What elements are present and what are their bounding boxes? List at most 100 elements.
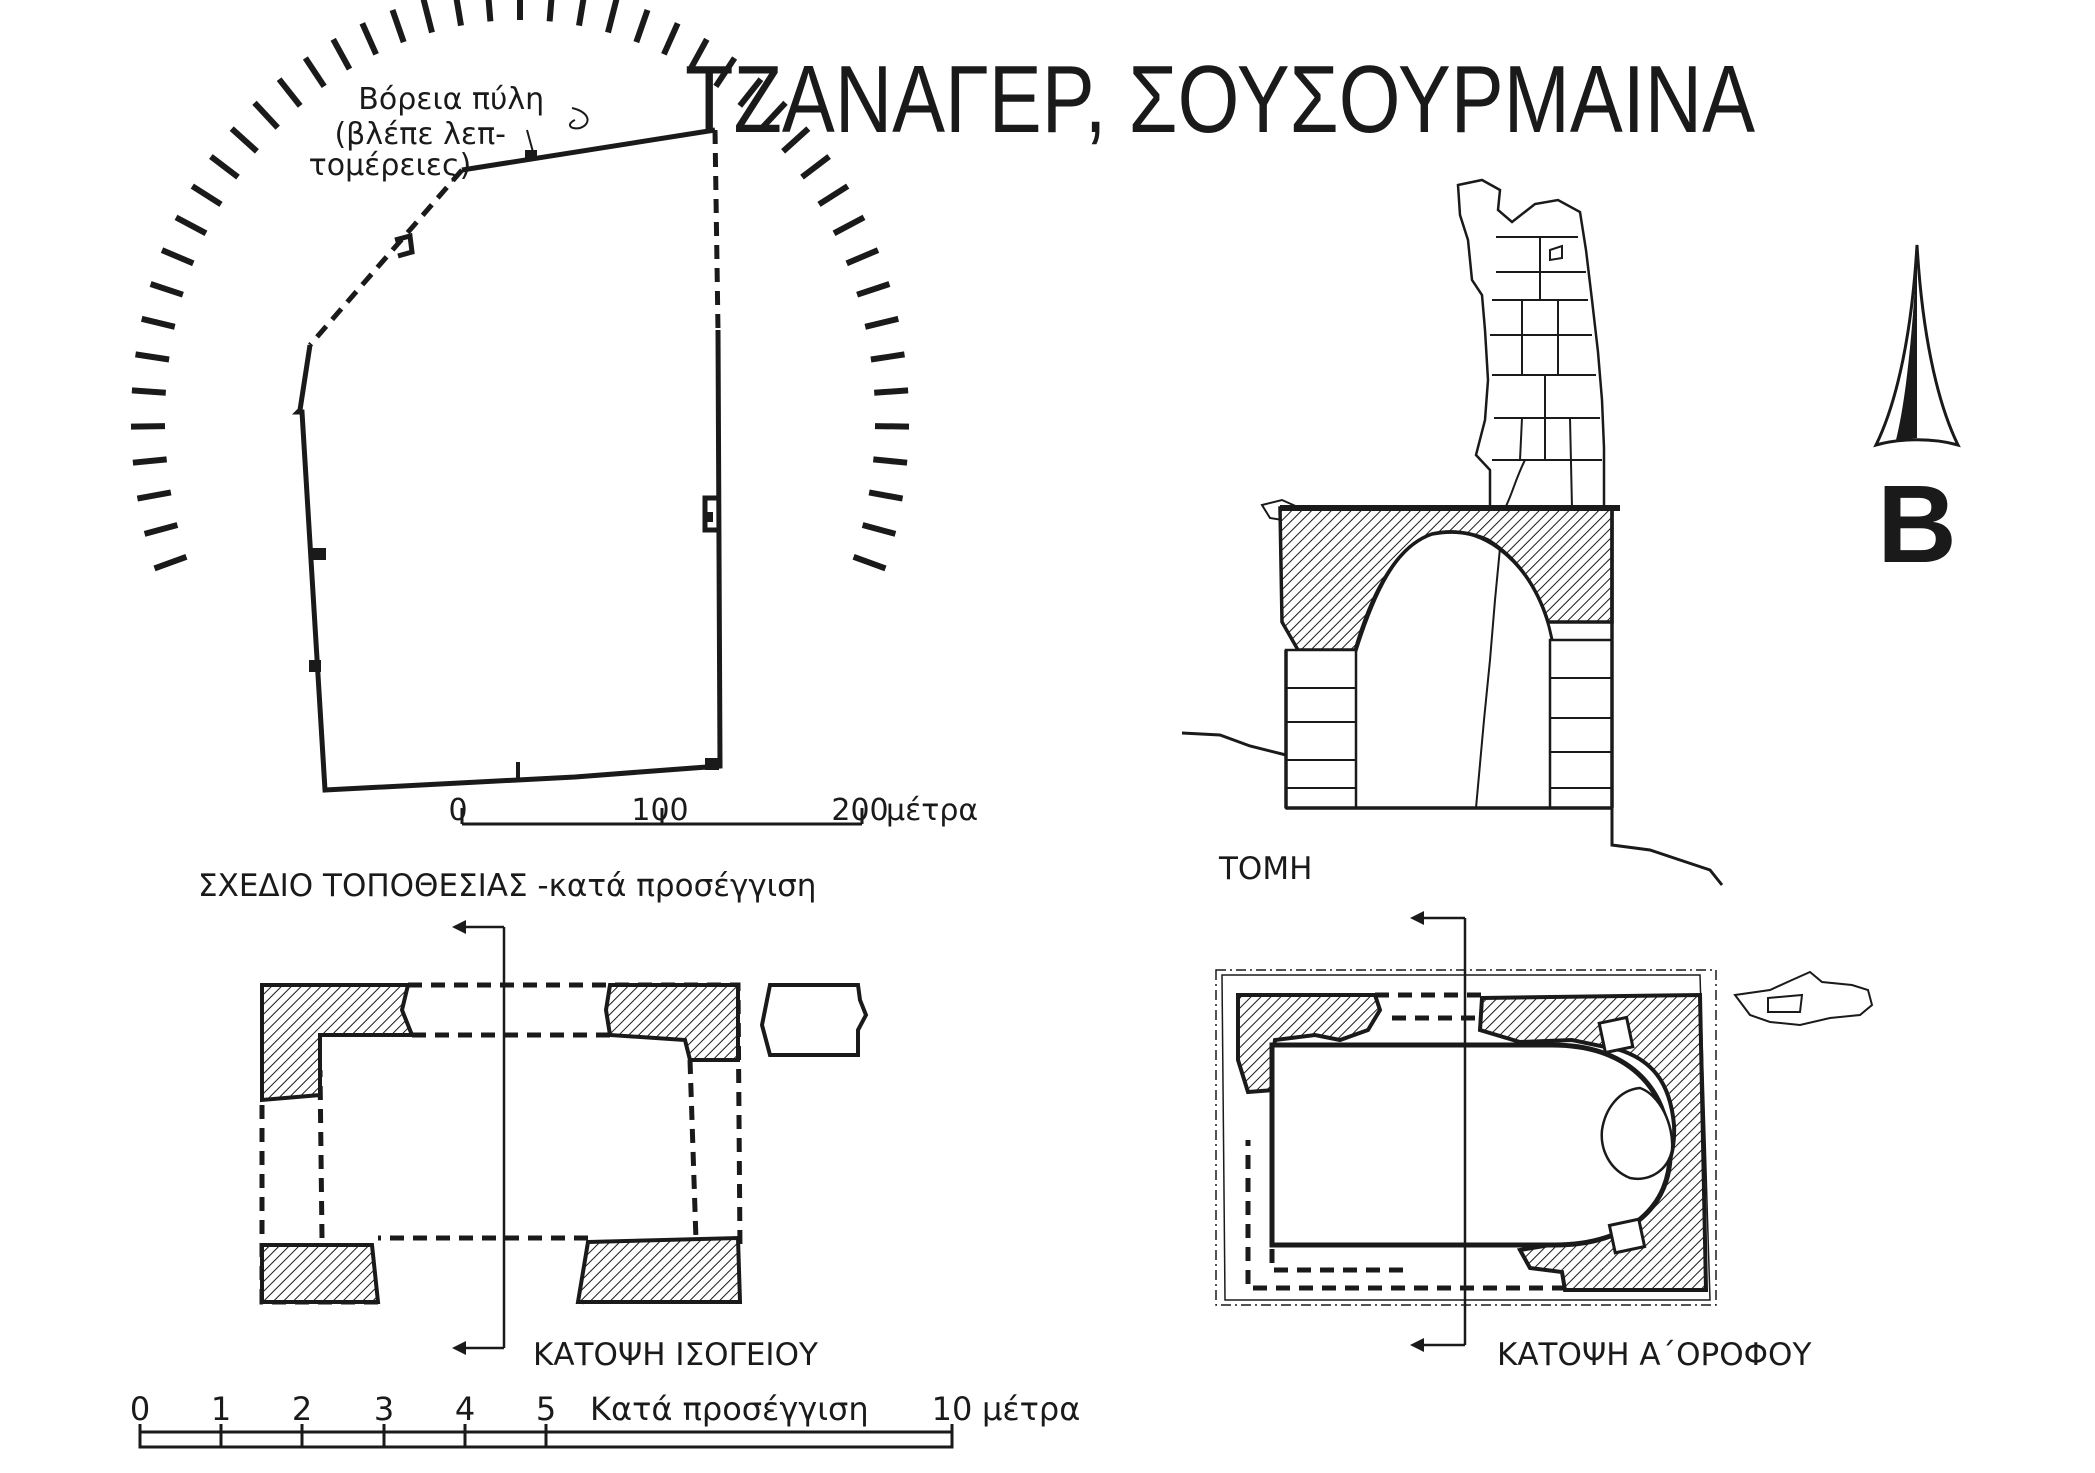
hachure-stroke xyxy=(174,214,208,236)
hachure-stroke xyxy=(153,553,188,572)
hachure-stroke xyxy=(140,315,176,330)
hachure-stroke xyxy=(302,56,327,89)
stone-block xyxy=(1597,1015,1635,1055)
bottom-scale-bar: 0 1 2 3 4 5 Κατά προσέγγιση 10 μέτρα xyxy=(130,1390,1080,1449)
hachure-stroke xyxy=(781,126,811,154)
scale-bar-ticks xyxy=(138,1424,954,1447)
hachure-stroke xyxy=(605,0,620,34)
gate-note-line: Βόρεια πύλη xyxy=(358,82,544,117)
tower-marker xyxy=(309,660,321,672)
scale-tick-label: 1 xyxy=(211,1390,231,1428)
hachure-stroke xyxy=(576,0,587,27)
section-frame xyxy=(1284,508,1614,810)
site-scale-tick: 200 xyxy=(831,793,888,828)
hachure-stroke xyxy=(873,456,908,466)
hachure-stroke xyxy=(359,22,379,56)
hachure-stroke xyxy=(135,351,170,363)
north-label: Β xyxy=(1877,463,1956,586)
stone-block xyxy=(1607,1217,1647,1255)
first-floor-plan: ΚΑΤΟΨΗ Α΄ΟΡΟΦΟΥ xyxy=(1215,911,1874,1373)
ruined-wall-joints xyxy=(1490,236,1602,509)
hachure-stroke xyxy=(633,9,651,44)
hachure-stroke xyxy=(485,0,494,22)
hachure-stroke xyxy=(832,214,866,236)
hachure-stroke xyxy=(870,351,905,363)
hachure-stroke xyxy=(852,553,887,572)
first-floor-outline-thin xyxy=(1215,969,1717,1306)
hachure-stroke xyxy=(132,456,167,466)
hachure-stroke xyxy=(453,0,464,27)
scale-tick-label: 10 xyxy=(932,1390,973,1428)
site-scale-tick: 0 xyxy=(448,793,467,828)
first-floor-section-line xyxy=(1420,916,1467,1347)
ground-pier-hatched xyxy=(575,1235,743,1304)
hachure-stroke xyxy=(546,0,555,22)
tower-marker xyxy=(394,232,415,259)
masonry-piers xyxy=(1284,638,1614,810)
site-scale-bar xyxy=(460,808,864,826)
ground-pier-hatched xyxy=(603,983,740,1062)
tower-marker xyxy=(312,548,326,560)
hachure-stroke xyxy=(868,489,904,502)
hachure-stroke xyxy=(209,154,240,180)
apse-niche xyxy=(1600,1086,1674,1181)
hachure-stroke xyxy=(276,77,303,108)
hachure-stroke xyxy=(420,0,435,34)
tower-marker xyxy=(703,512,713,522)
site-plan: Βόρεια πύλη (βλέπε λεπ- τομέρειες) 0 100… xyxy=(130,0,978,904)
tower-marker xyxy=(525,150,537,160)
hachure-stroke xyxy=(389,9,407,44)
hachure-stroke xyxy=(874,423,910,430)
hachure-stroke xyxy=(864,315,900,330)
hachure-stroke xyxy=(149,281,184,298)
north-gate-note: Βόρεια πύλη (βλέπε λεπ- τομέρειες) xyxy=(309,82,554,183)
scale-tick-label: 2 xyxy=(292,1390,312,1428)
section-drawing: ΤΟΜΗ xyxy=(1181,178,1724,887)
site-scale-tick: 100 xyxy=(631,793,688,828)
ground-line-left xyxy=(1181,731,1287,757)
section-caption: ΤΟΜΗ xyxy=(1218,851,1312,887)
hachure-stroke xyxy=(143,522,179,537)
ground-pier-hatched xyxy=(260,1243,381,1304)
ruined-upper-wall xyxy=(1456,178,1606,510)
site-plan-caption: ΣΧΕΔΙΟ ΤΟΠΟΘΕΣΙΑΣ -κατά προσέγγιση xyxy=(198,868,816,904)
first-floor-dashed-inner xyxy=(1269,1015,1482,1273)
scale-note: Κατά προσέγγιση xyxy=(590,1390,869,1428)
hachure-stroke xyxy=(687,37,710,71)
hachure-stroke xyxy=(873,387,909,396)
hachure-stroke xyxy=(229,126,259,154)
hachure-stroke xyxy=(800,154,831,180)
sheet-title: ΤΖΑΝΑΓΕΡ, ΣΟΥΣΟΥΡΜΑΙΝΑ xyxy=(685,46,1755,153)
scale-tick-label: 3 xyxy=(374,1390,394,1428)
arch-opening xyxy=(1353,530,1554,808)
hachure-stroke xyxy=(252,100,280,130)
hachure-stroke xyxy=(661,22,681,56)
scale-unit: μέτρα xyxy=(982,1390,1080,1428)
section-arrow-icon xyxy=(1410,1338,1424,1352)
ground-plan-dashed-inner xyxy=(317,1032,699,1241)
scale-tick-label: 0 xyxy=(130,1390,150,1428)
gate-note-line: (βλέπε λεπ- xyxy=(334,117,506,152)
hachure-stroke xyxy=(760,100,788,130)
fragment-outline xyxy=(1767,993,1804,1013)
ground-section-line xyxy=(462,925,506,1350)
ground-pier-hatched xyxy=(260,983,415,1103)
vault-section-hatched xyxy=(1278,506,1614,652)
ground-annex xyxy=(759,983,869,1057)
hachure-stroke xyxy=(130,423,166,430)
enclosure-wall-dashed xyxy=(308,129,721,347)
ground-line-right xyxy=(1610,808,1724,886)
hachure-stroke xyxy=(845,247,880,267)
section-arrow-icon xyxy=(1410,911,1424,925)
section-arrow-icon xyxy=(452,920,466,934)
north-arrow-icon xyxy=(1873,244,1961,448)
hachure-stroke xyxy=(330,37,353,71)
hachure-stroke xyxy=(817,183,850,207)
hachure-stroke xyxy=(131,387,167,396)
scale-tick-label: 4 xyxy=(455,1390,475,1428)
scale-tick-label: 5 xyxy=(536,1390,556,1428)
site-scale-unit: μέτρα xyxy=(886,793,978,828)
ground-floor-plan: ΚΑΤΟΨΗ ΙΣΟΓΕΙΟΥ xyxy=(259,920,869,1373)
first-floor-wall-hatched xyxy=(1236,993,1383,1095)
